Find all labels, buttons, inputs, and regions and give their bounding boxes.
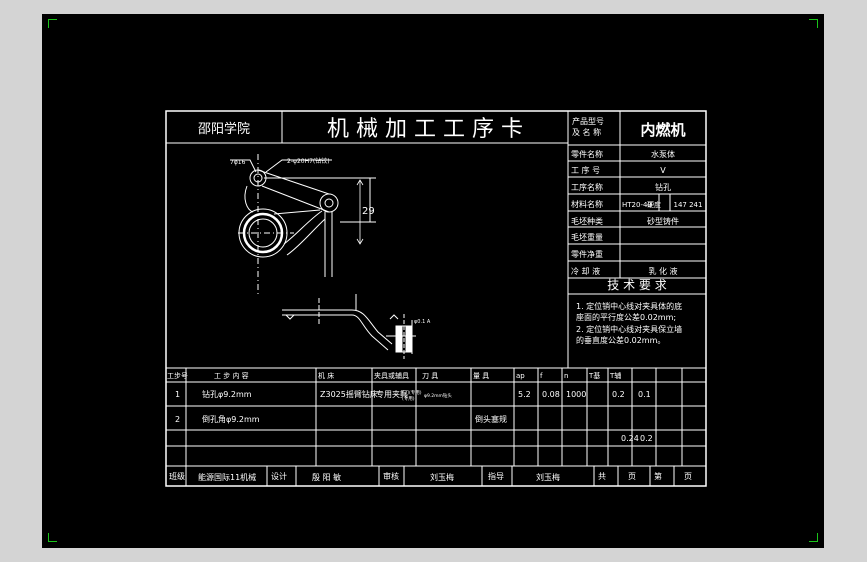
footer-design-value: 殷 阳 敏: [312, 472, 341, 482]
info-value: 水泵体: [651, 149, 675, 159]
footer-class-value: 能源国际11机械: [198, 472, 256, 482]
ops-header: 量 具: [473, 372, 489, 380]
process-card-drawing: 邵阳学院 机 械 加 工 工 序 卡 产品型号 及 名 称 内燃机 零件名称 水泵…: [165, 110, 707, 487]
info-value: 砂型铸件: [647, 216, 679, 226]
footer-class-label: 班级: [169, 471, 185, 481]
tolerance-label: φ0.1 A: [414, 319, 431, 325]
tech-line: 2. 定位销中心线对夹具保立墙: [576, 324, 682, 334]
ops-header: 机 床: [318, 371, 334, 380]
info-value: HT20-40: [622, 201, 652, 209]
footer-page-unit-2: 页: [684, 472, 692, 481]
info-sub-value: 147 241: [674, 201, 703, 209]
tech-title: 技 术 要 求: [607, 278, 666, 292]
school-name: 邵阳学院: [198, 121, 250, 137]
info-label: 工 序 号: [571, 165, 600, 175]
ops-header: 刀 具: [422, 372, 438, 380]
ops-cell: 0.2: [612, 390, 625, 399]
ops-cell: 倒头塞规: [475, 414, 507, 424]
info-label: 工序名称: [571, 182, 603, 192]
viewport-corner-top-right: [809, 19, 818, 28]
footer-review-value: 刘玉梅: [430, 472, 454, 482]
tool-sub-1: 丝刀(专用): [400, 389, 422, 396]
footer-page-unit: 页: [628, 472, 636, 481]
tech-line: 座面的平行度公差0.02mm;: [576, 312, 676, 322]
ops-cell: 1: [175, 390, 180, 399]
ops-header: ap: [516, 372, 525, 380]
page-title: 机 械 加 工 工 序 卡: [327, 117, 523, 142]
viewport-corner-bottom-left: [48, 533, 57, 542]
section-sketch: [282, 294, 416, 359]
info-label: 冷 却 液: [571, 266, 600, 276]
total-t-aux: 0.2: [640, 434, 653, 443]
ops-cell: 0.1: [638, 390, 651, 399]
info-label: 毛坯种类: [571, 216, 603, 226]
cad-viewport[interactable]: 邵阳学院 机 械 加 工 工 序 卡 产品型号 及 名 称 内燃机 零件名称 水泵…: [42, 14, 824, 548]
ops-cell: 专用夹具: [376, 389, 408, 399]
ops-header: 工步号: [167, 372, 188, 380]
ops-header: f: [540, 372, 543, 380]
ops-cell: 钻孔φ9.2mm: [202, 389, 252, 399]
ops-cell: 1000: [566, 390, 586, 399]
ops-cell: φ9.2mm钻头: [424, 392, 452, 399]
ops-cell: 5.2: [518, 390, 531, 399]
info-sub-label: 硬度: [647, 200, 661, 209]
info-label: 毛坯重量: [571, 232, 603, 242]
product-label-2: 及 名 称: [572, 127, 601, 137]
part-sketch: [230, 154, 376, 296]
ops-header: T基: [588, 371, 600, 380]
info-label: 零件名称: [571, 149, 603, 159]
viewport-corner-bottom-right: [809, 533, 818, 542]
viewport-corner-top-left: [48, 19, 57, 28]
card-border: [165, 110, 707, 487]
ops-cell: 0.08: [542, 390, 560, 399]
dim-29: 29: [362, 206, 375, 217]
info-label: 零件净重: [571, 249, 603, 259]
ops-header: n: [564, 372, 568, 380]
footer-page-label: 第: [654, 471, 662, 481]
ops-cell: Z3025摇臂钻床: [320, 389, 378, 399]
footer-design-label: 设计: [271, 471, 287, 481]
product-name: 内燃机: [640, 121, 685, 139]
footer-review-label: 审核: [383, 471, 399, 481]
ops-cell: 倒孔角φ9.2mm: [202, 414, 260, 424]
tech-line: 的垂直度公差0.02mm。: [576, 335, 665, 345]
ops-header: T辅: [609, 371, 621, 380]
footer-total-label: 共: [598, 472, 606, 481]
product-label-1: 产品型号: [572, 116, 604, 126]
info-value: V: [660, 166, 666, 175]
info-value: 钻孔: [655, 182, 671, 192]
tool-sub-2: (专用): [402, 395, 415, 402]
footer-guide-label: 指导: [488, 471, 504, 481]
total-t-base: 0.24: [621, 434, 639, 443]
hole-label: 7φ16: [230, 159, 246, 166]
holes-label: 2-φ20H7(钻铰): [287, 157, 330, 165]
ops-header: 夹具或辅具: [374, 371, 409, 380]
info-value: 乳 化 液: [648, 266, 677, 276]
footer-guide-value: 刘玉梅: [536, 472, 560, 482]
info-label: 材料名称: [571, 199, 603, 209]
tech-line: 1. 定位销中心线对夹具体的底: [576, 301, 682, 311]
ops-cell: 2: [175, 415, 180, 424]
ops-header: 工 步 内 容: [214, 371, 249, 380]
